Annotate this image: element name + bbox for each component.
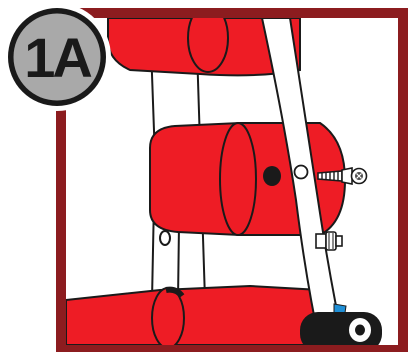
mounting-hole (295, 166, 308, 179)
bottom-roller (66, 286, 330, 348)
step-badge: 1A (3, 3, 111, 111)
roller-axle-cap (263, 166, 281, 186)
step-label: 1A (24, 26, 91, 89)
pivot-peg (160, 231, 170, 245)
